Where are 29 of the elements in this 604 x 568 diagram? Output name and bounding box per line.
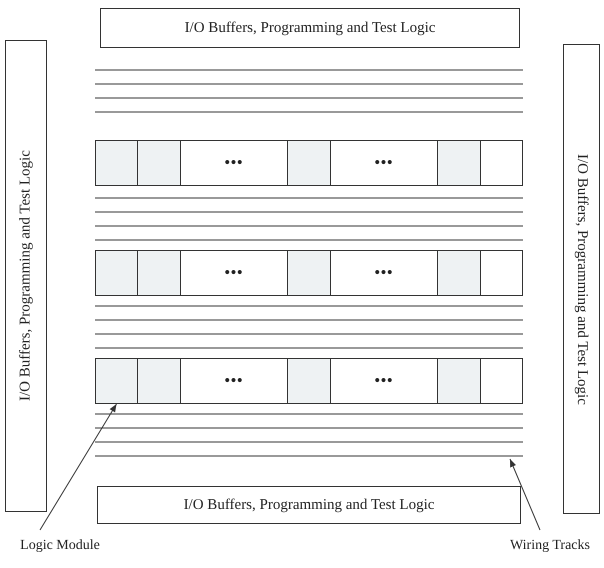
module-ellipsis-box: •••: [330, 140, 438, 186]
logic-module-box: [137, 140, 181, 186]
logic-module-box: [95, 140, 138, 186]
logic-module-box: [287, 358, 331, 404]
logic-module-box: [480, 140, 523, 186]
logic-module-box: [437, 358, 481, 404]
io-logic-box: I/O Buffers, Programming and Test Logic: [100, 8, 520, 48]
logic-module-box: [95, 250, 138, 296]
logic-module-box: [437, 140, 481, 186]
logic-module-box: [287, 140, 331, 186]
module-ellipsis-box: •••: [180, 358, 288, 404]
callout-label: Wiring Tracks: [510, 528, 590, 564]
leader-line: [510, 458, 540, 530]
io-logic-box: I/O Buffers, Programming and Test Logic: [5, 40, 47, 512]
logic-module-box: [137, 250, 181, 296]
io-logic-box: I/O Buffers, Programming and Test Logic: [97, 486, 521, 524]
module-ellipsis-box: •••: [180, 140, 288, 186]
logic-module-box: [480, 358, 523, 404]
logic-module-box: [437, 250, 481, 296]
logic-module-box: [480, 250, 523, 296]
logic-module-box: [137, 358, 181, 404]
callout-label: Logic Module: [15, 528, 105, 564]
leader-line: [40, 404, 117, 530]
module-ellipsis-box: •••: [330, 250, 438, 296]
logic-module-box: [95, 358, 138, 404]
module-ellipsis-box: •••: [330, 358, 438, 404]
logic-module-box: [287, 250, 331, 296]
io-logic-box: I/O Buffers, Programming and Test Logic: [563, 44, 600, 514]
module-ellipsis-box: •••: [180, 250, 288, 296]
